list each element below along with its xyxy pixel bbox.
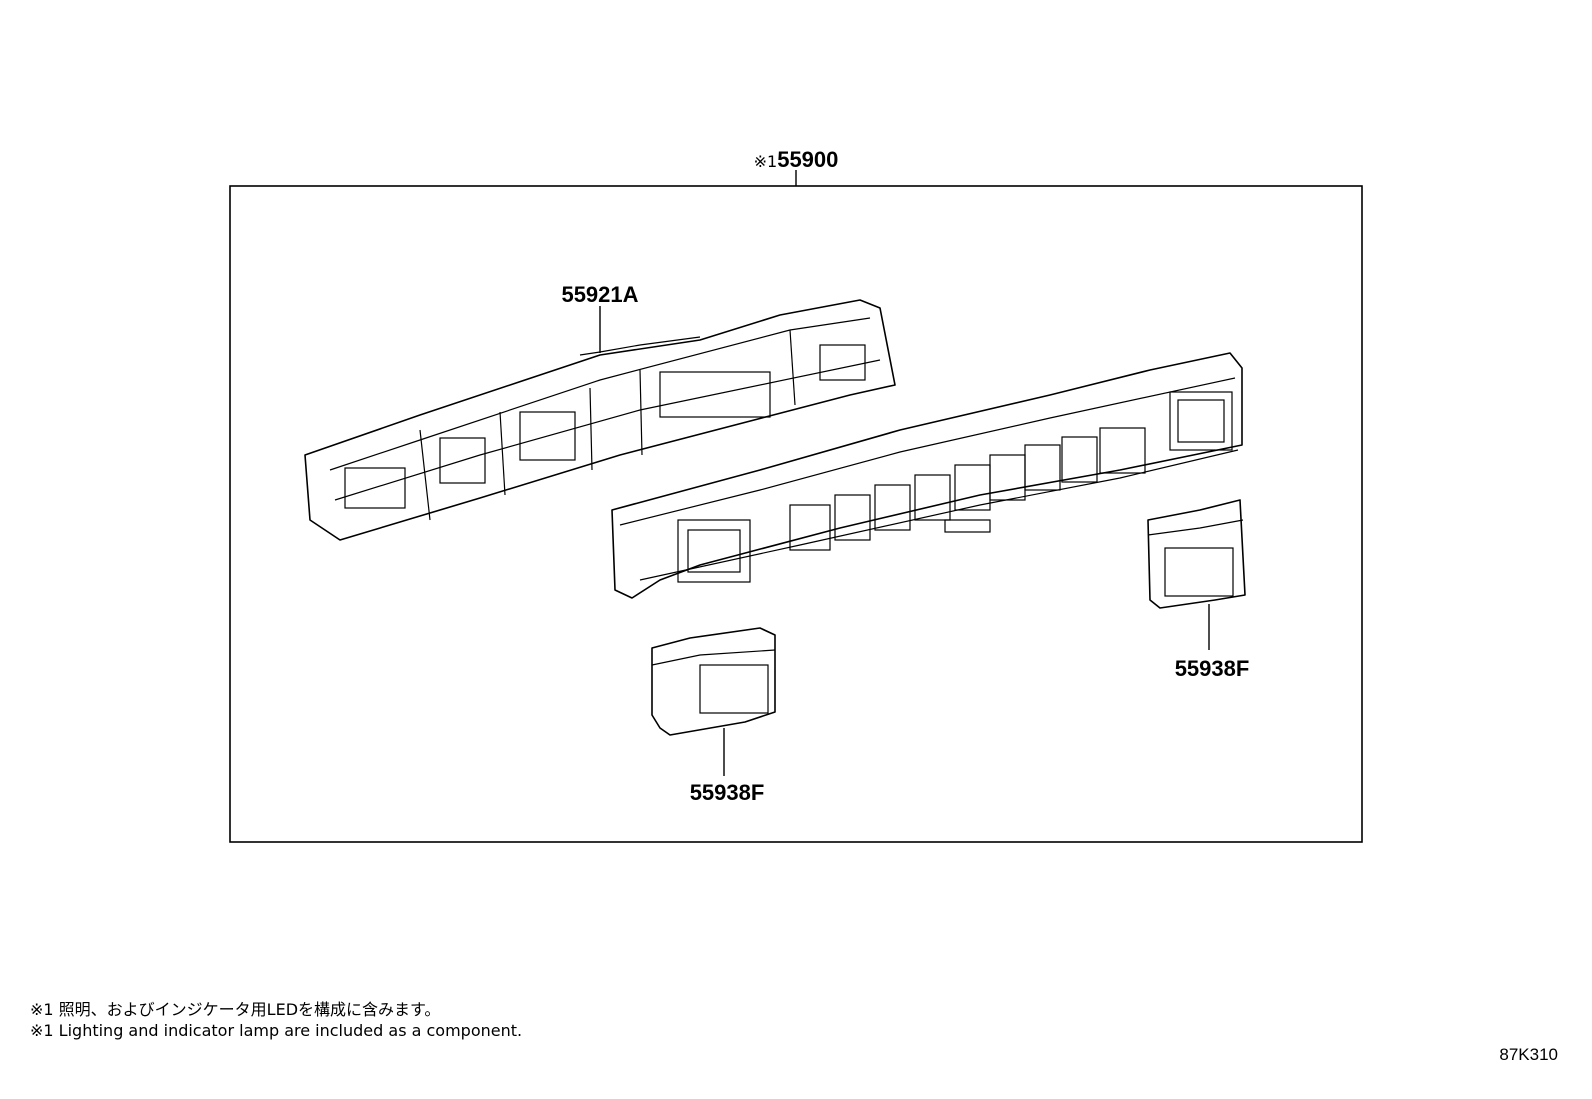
switch-right-callout[interactable]: 55938F xyxy=(1175,656,1250,681)
bracket-panel-callout[interactable]: 55921A xyxy=(561,282,638,307)
switch-left-callout[interactable]: 55938F xyxy=(690,780,765,805)
note-english: ※1 Lighting and indicator lamp are inclu… xyxy=(30,1021,523,1040)
assembly-callout[interactable]: ※155900 xyxy=(754,147,839,172)
drawing-code: 87K310 xyxy=(1499,1045,1558,1064)
bracket-panel-part xyxy=(304,299,896,541)
switch-left-part xyxy=(651,627,776,736)
switch-right-part xyxy=(1147,499,1246,609)
switch-housing-part xyxy=(611,352,1243,599)
note-japanese: ※1 照明、およびインジケータ用LEDを構成に含みます。 xyxy=(30,1000,441,1019)
